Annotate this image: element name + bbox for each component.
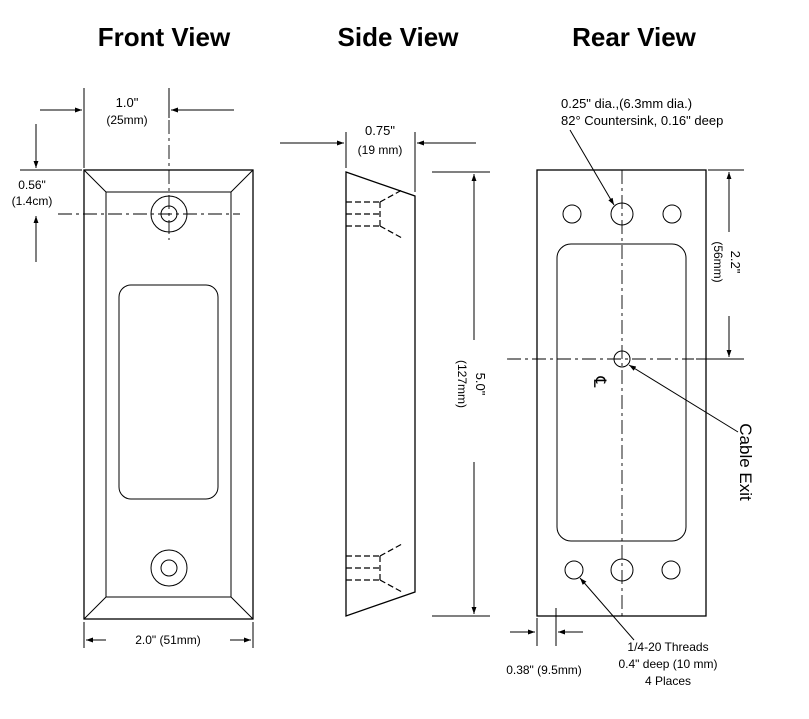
side-depth-in: 0.75"	[365, 123, 395, 138]
thread-spec-line3: 4 Places	[645, 674, 691, 688]
rear-spacing-mm: (56mm)	[711, 241, 725, 282]
rear-thread-hole-bottom-left	[564, 560, 584, 580]
front-window-recess	[118, 284, 219, 500]
side-view-title: Side View	[338, 22, 460, 52]
front-outer-outline	[83, 169, 254, 620]
side-height-in: 5.0"	[473, 373, 488, 396]
rear-view-title: Rear View	[572, 22, 697, 52]
front-width-top-mm: (25mm)	[106, 113, 147, 127]
rear-view: ℄ 0.25" dia.,(6.3mm dia.) 82° Countersin…	[506, 96, 755, 688]
rear-hole-spec-line2: 82° Countersink, 0.16" deep	[561, 113, 723, 128]
rear-hole-spec-line1: 0.25" dia.,(6.3mm dia.)	[561, 96, 692, 111]
front-view: 1.0" (25mm) 0.56" (1.4cm) 2.0" (51mm)	[12, 88, 254, 648]
side-depth-mm: (19 mm)	[358, 143, 403, 157]
rear-outline	[536, 169, 707, 617]
thread-spec-line2: 0.4" deep (10 mm)	[619, 657, 718, 671]
front-offset-in: 0.56"	[18, 178, 46, 192]
rear-thread-hole-top-right	[662, 204, 682, 224]
side-view: 0.75" (19 mm) 5.0" (127mm)	[280, 123, 490, 617]
front-bottom-countersink	[150, 549, 188, 587]
front-view-title: Front View	[98, 22, 231, 52]
side-profile-outline	[345, 171, 416, 617]
rear-recess	[556, 243, 687, 542]
rear-edge-dim: 0.38" (9.5mm)	[506, 663, 582, 677]
front-width-bottom: 2.0" (51mm)	[135, 633, 201, 647]
cable-exit-label: Cable Exit	[736, 423, 755, 501]
front-inner-bevel	[105, 191, 232, 598]
rear-thread-hole-bottom-right	[661, 560, 681, 580]
front-width-top-in: 1.0"	[116, 95, 139, 110]
front-bottom-hole	[160, 559, 178, 577]
rear-spacing-in: 2.2"	[728, 251, 743, 274]
centerline-symbol: ℄	[590, 376, 609, 388]
side-height-mm: (127mm)	[455, 360, 469, 408]
front-offset-mm: (1.4cm)	[12, 194, 53, 208]
rear-thread-hole-top-left	[562, 204, 582, 224]
thread-spec-line1: 1/4-20 Threads	[627, 640, 708, 654]
